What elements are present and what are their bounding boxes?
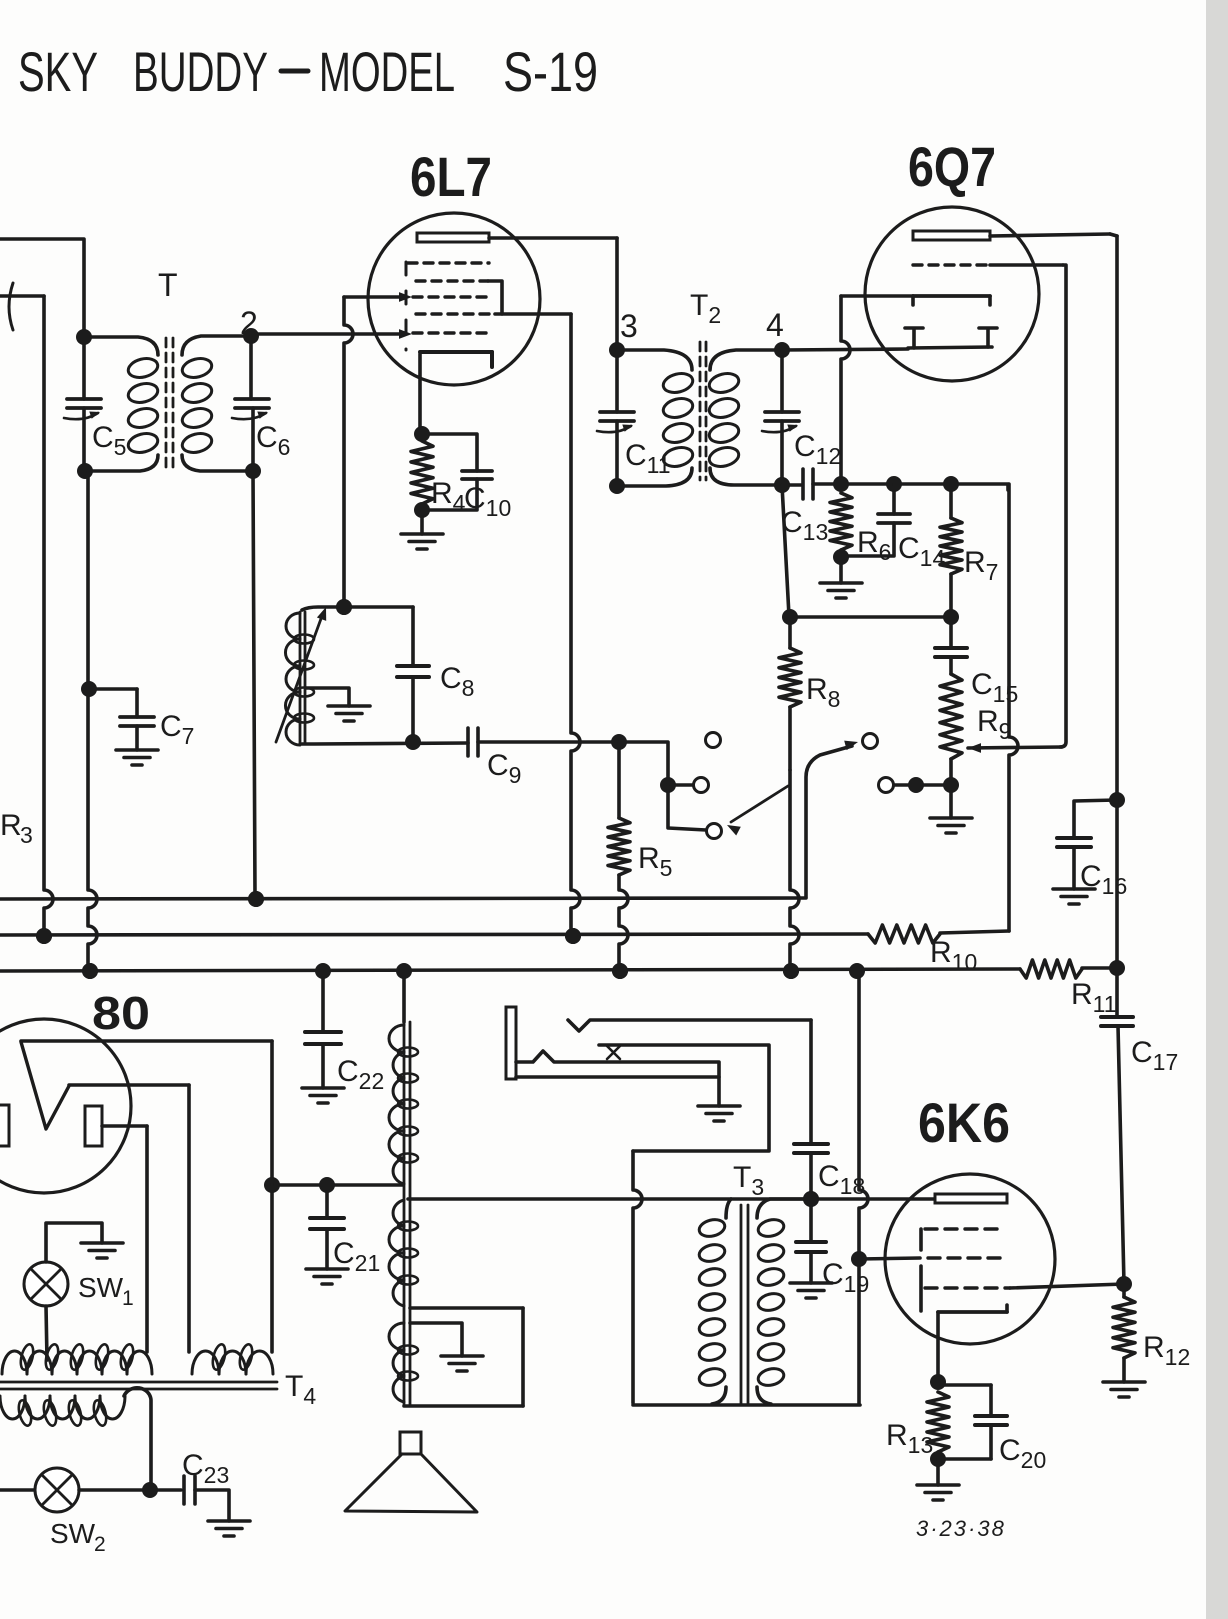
svg-text:6L7: 6L7 (410, 145, 492, 208)
svg-text:2: 2 (94, 1533, 106, 1556)
svg-text:R8: R8 (806, 673, 840, 712)
svg-text:MODEL: MODEL (319, 40, 455, 103)
svg-text:SW: SW (50, 1518, 96, 1549)
svg-text:R6: R6 (857, 526, 891, 565)
svg-text:3·23·38: 3·23·38 (916, 1516, 1006, 1541)
svg-text:6K6: 6K6 (918, 1091, 1010, 1154)
svg-text:80: 80 (92, 987, 150, 1039)
svg-text:4: 4 (766, 307, 784, 343)
svg-text:T: T (158, 267, 178, 303)
svg-text:SW: SW (78, 1272, 124, 1303)
svg-text:R: R (0, 809, 22, 842)
svg-text:C10: C10 (464, 482, 511, 521)
svg-text:BUDDY: BUDDY (133, 40, 268, 103)
svg-text:S-19: S-19 (503, 40, 598, 103)
svg-text:C9: C9 (487, 749, 521, 788)
svg-text:3: 3 (620, 308, 638, 344)
svg-text:3: 3 (20, 822, 33, 848)
svg-text:1: 1 (122, 1287, 134, 1310)
svg-text:C17: C17 (1131, 1036, 1178, 1075)
svg-text:C23: C23 (182, 1449, 229, 1488)
svg-text:6Q7: 6Q7 (908, 135, 996, 198)
svg-text:SKY: SKY (18, 40, 98, 103)
svg-text:T2: T2 (690, 289, 721, 328)
svg-text:R13: R13 (886, 1419, 933, 1458)
